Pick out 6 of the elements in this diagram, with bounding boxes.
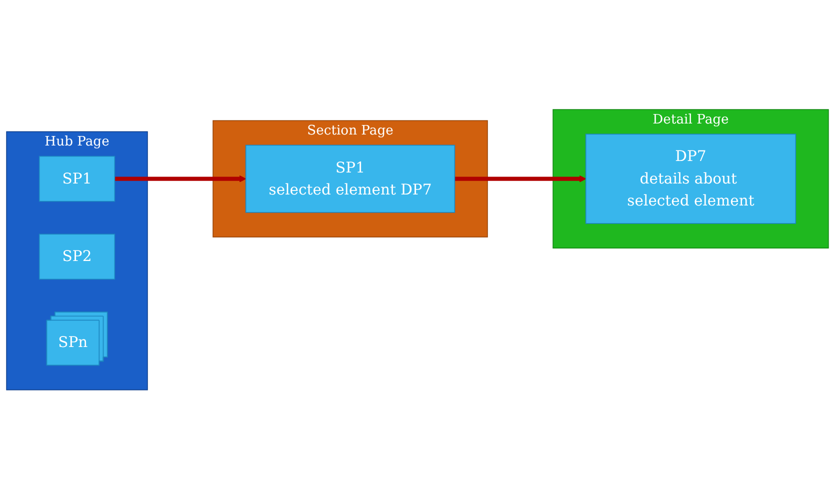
node-box: DP7 details about selected element — [585, 134, 796, 224]
node-box: SP1 — [38, 156, 116, 202]
arrow — [454, 175, 586, 182]
arrow — [114, 175, 246, 182]
node-box: SP1 selected element DP7 — [245, 144, 456, 213]
node-box: SP2 — [38, 234, 116, 280]
